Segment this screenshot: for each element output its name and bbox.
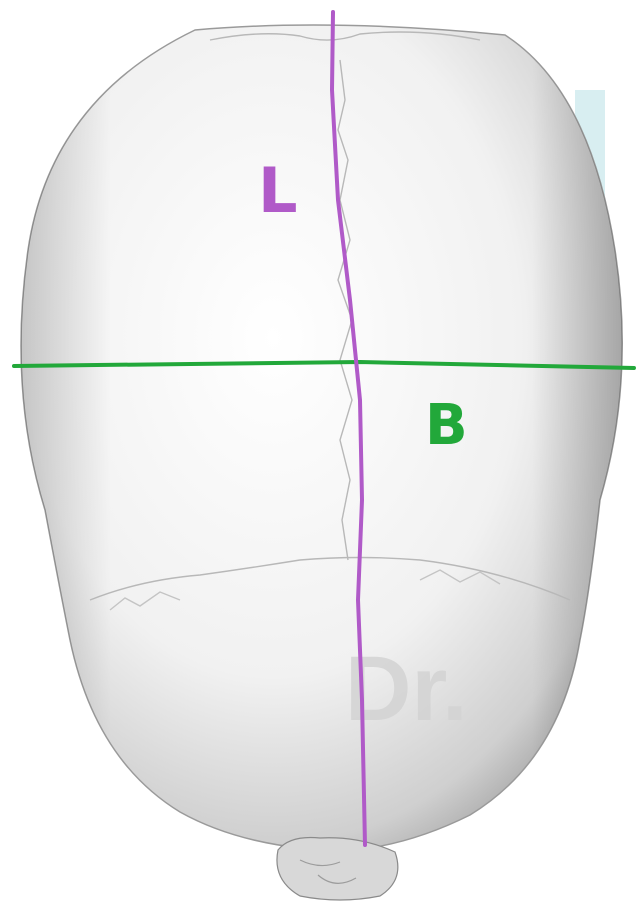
length-label: L [258, 154, 298, 227]
skull-shape [21, 25, 622, 848]
occipital-protrusion [277, 838, 398, 901]
breadth-label: B [425, 393, 468, 458]
